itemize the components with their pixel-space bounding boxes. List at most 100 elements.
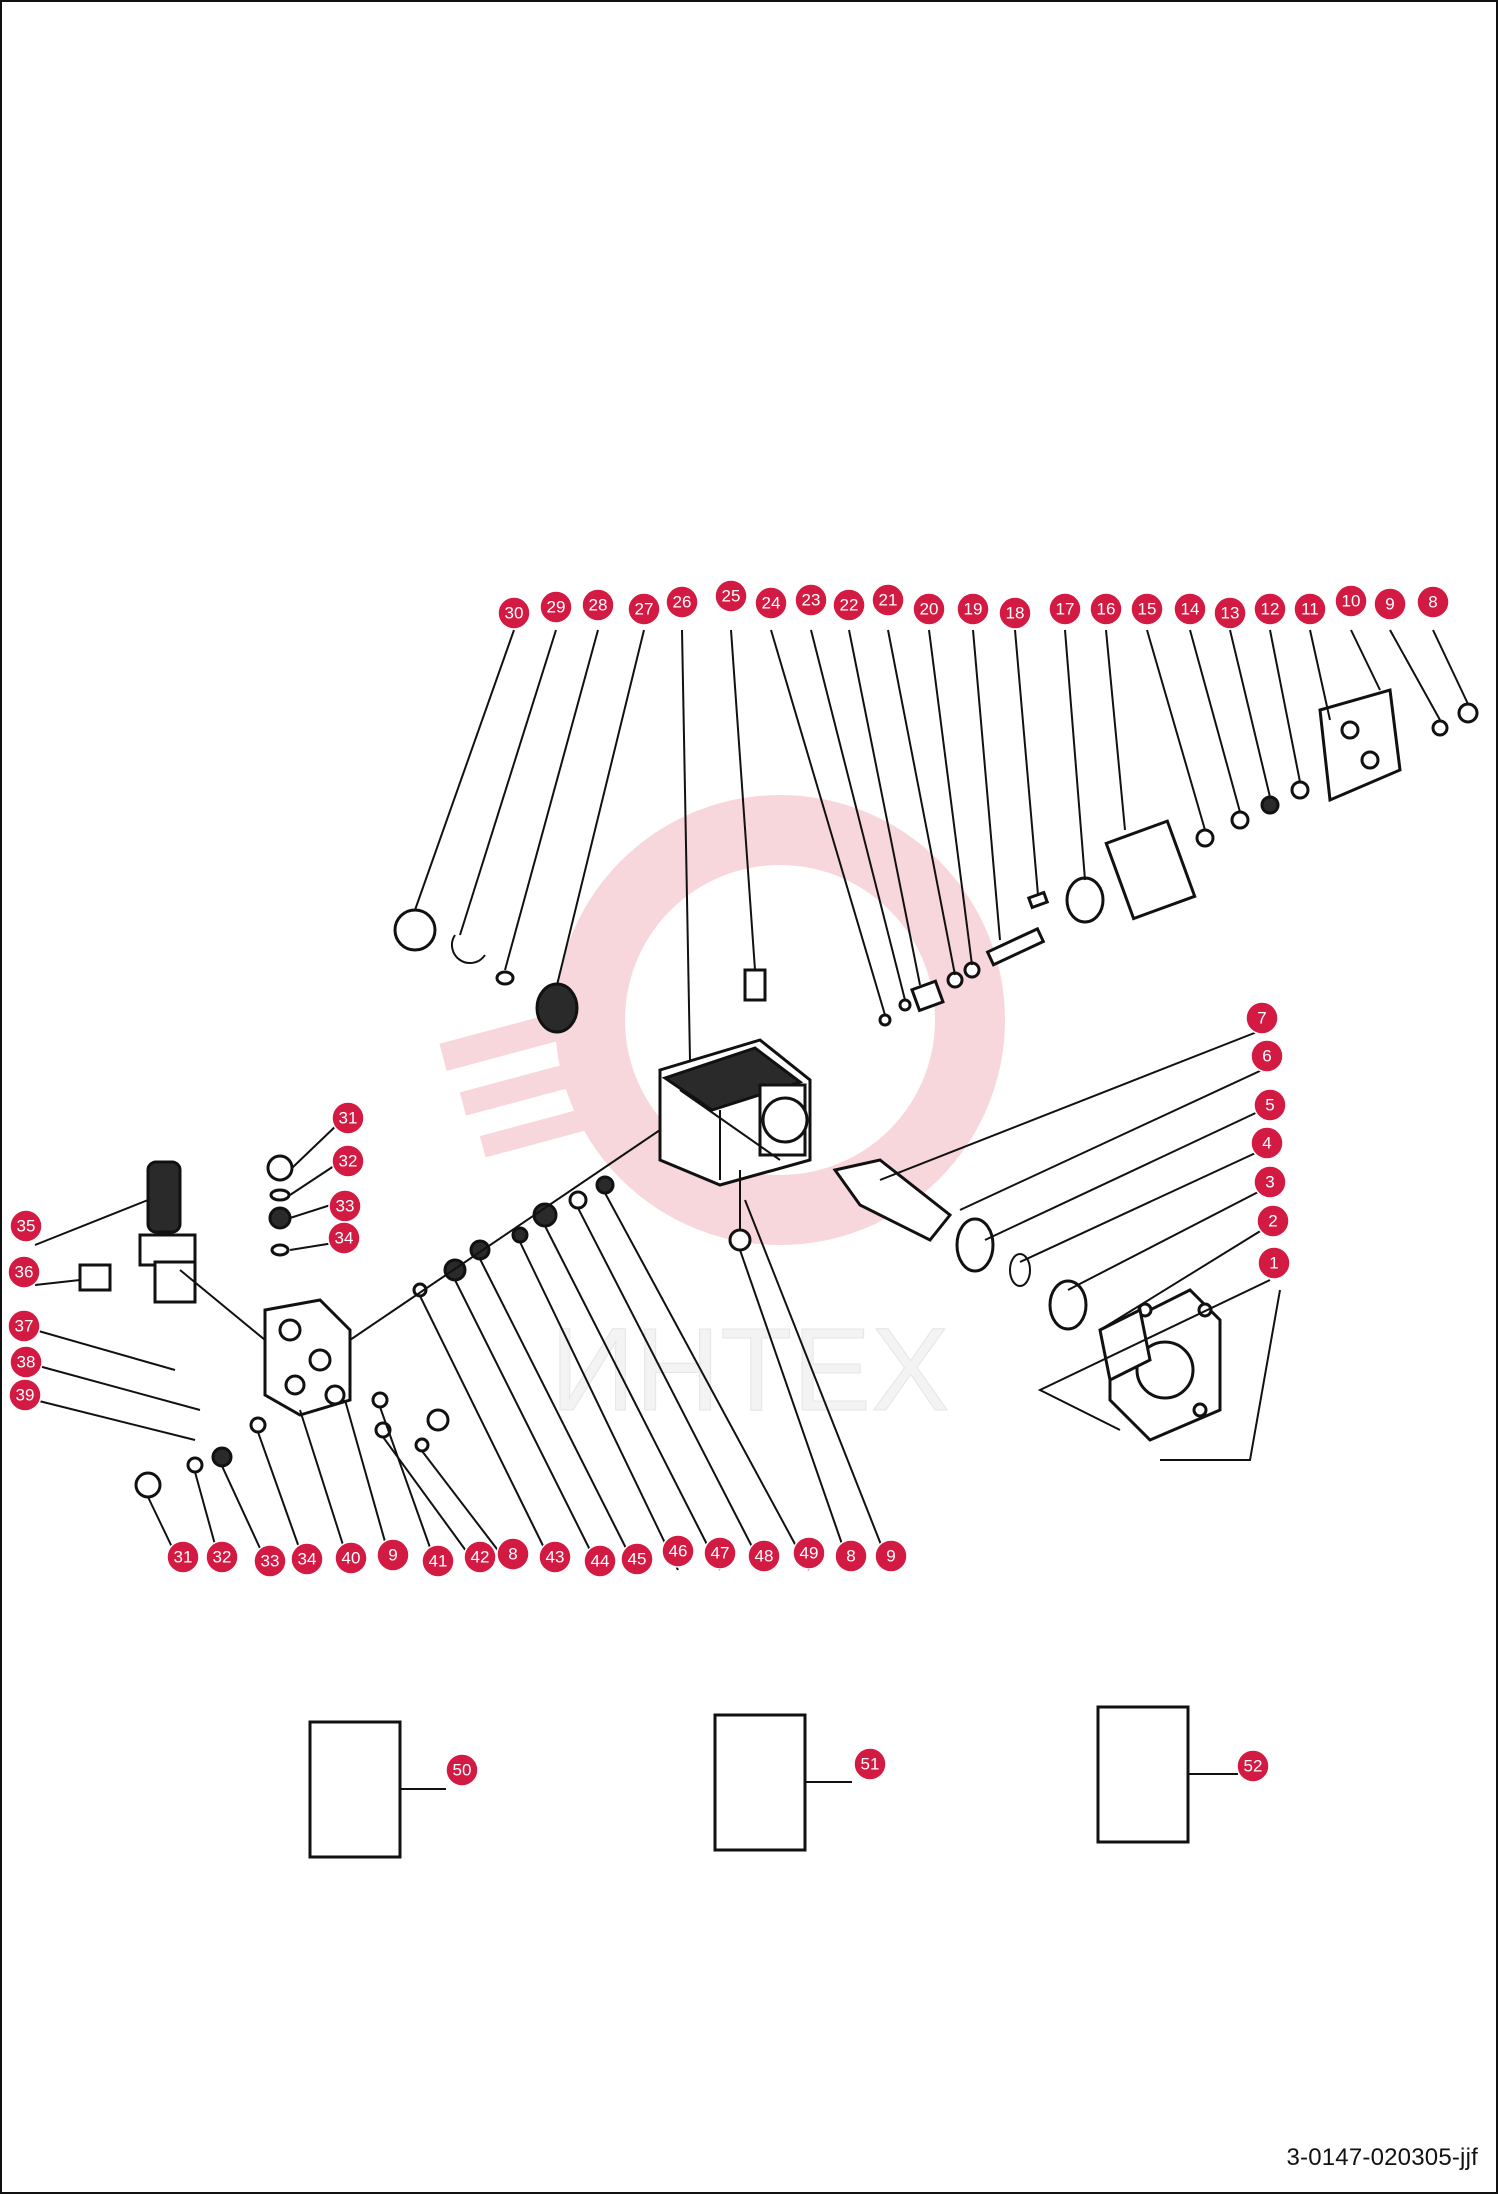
callout-2: 2 bbox=[1256, 1204, 1290, 1238]
callout-25: 25 bbox=[714, 579, 748, 613]
callout-label: 31 bbox=[174, 1548, 193, 1567]
callout-label: 28 bbox=[589, 596, 608, 615]
callout-32: 32 bbox=[331, 1144, 365, 1178]
callout-label: 39 bbox=[16, 1386, 35, 1405]
callout-35: 35 bbox=[9, 1209, 43, 1243]
callout-30: 30 bbox=[497, 596, 531, 630]
callout-9: 9 bbox=[1373, 587, 1407, 621]
callout-label: 36 bbox=[15, 1263, 34, 1282]
callout-label: 29 bbox=[547, 598, 566, 617]
callout-label: 44 bbox=[591, 1552, 610, 1571]
callout-label: 26 bbox=[673, 593, 692, 612]
callout-8: 8 bbox=[496, 1537, 530, 1571]
callout-label: 33 bbox=[336, 1197, 355, 1216]
item-box-50 bbox=[308, 1720, 402, 1859]
callout-19: 19 bbox=[956, 592, 990, 626]
callout-33: 33 bbox=[328, 1189, 362, 1223]
callout-18: 18 bbox=[998, 596, 1032, 630]
callout-label: 9 bbox=[886, 1547, 895, 1566]
callout-9: 9 bbox=[376, 1538, 410, 1572]
callout-label: 40 bbox=[342, 1549, 361, 1568]
pump-head-manifold bbox=[263, 1298, 352, 1417]
callout-label: 13 bbox=[1221, 604, 1240, 623]
callout-42: 42 bbox=[463, 1540, 497, 1574]
callout-label: 2 bbox=[1268, 1212, 1277, 1231]
callout-50: 50 bbox=[445, 1753, 479, 1787]
callout-38: 38 bbox=[9, 1345, 43, 1379]
callout-28: 28 bbox=[581, 588, 615, 622]
callout-label: 42 bbox=[471, 1548, 490, 1567]
callout-32: 32 bbox=[205, 1540, 239, 1574]
callout-label: 9 bbox=[1385, 595, 1394, 614]
callout-label: 32 bbox=[213, 1548, 232, 1567]
callout-label: 14 bbox=[1181, 600, 1200, 619]
callout-21: 21 bbox=[871, 583, 905, 617]
callout-49: 49 bbox=[792, 1536, 826, 1570]
callout-8: 8 bbox=[1416, 585, 1450, 619]
callout-26: 26 bbox=[665, 585, 699, 619]
callout-label: 33 bbox=[261, 1552, 280, 1571]
callout-39: 39 bbox=[8, 1378, 42, 1412]
callout-44: 44 bbox=[583, 1544, 617, 1578]
callout-31: 31 bbox=[331, 1101, 365, 1135]
callout-31: 31 bbox=[166, 1540, 200, 1574]
item-box-51 bbox=[713, 1713, 807, 1852]
callout-label: 45 bbox=[628, 1550, 647, 1569]
callout-43: 43 bbox=[538, 1540, 572, 1574]
callout-label: 4 bbox=[1262, 1134, 1271, 1153]
document-code: 3-0147-020305-jjf bbox=[1286, 2144, 1478, 2171]
callout-34: 34 bbox=[290, 1542, 324, 1576]
callout-label: 47 bbox=[711, 1544, 730, 1563]
callout-17: 17 bbox=[1048, 592, 1082, 626]
callout-label: 18 bbox=[1006, 604, 1025, 623]
callout-41: 41 bbox=[421, 1544, 455, 1578]
callout-12: 12 bbox=[1253, 592, 1287, 626]
callout-label: 8 bbox=[846, 1547, 855, 1566]
callout-4: 4 bbox=[1250, 1126, 1284, 1160]
item-box-52 bbox=[1096, 1705, 1190, 1844]
callout-label: 32 bbox=[339, 1152, 358, 1171]
callout-label: 8 bbox=[1428, 593, 1437, 612]
unloader-valve bbox=[78, 1160, 197, 1304]
callout-label: 31 bbox=[339, 1109, 358, 1128]
callout-label: 43 bbox=[546, 1548, 565, 1567]
callouts-left-upper: 31 32 33 34 bbox=[327, 1101, 365, 1255]
callout-37: 37 bbox=[7, 1309, 41, 1343]
callout-45: 45 bbox=[620, 1542, 654, 1576]
top-leader-lines bbox=[414, 629, 1469, 1061]
mounting-flange bbox=[1098, 1288, 1222, 1442]
watermark-logo: ИНТЕХ bbox=[439, 795, 1005, 1437]
top-exploded-parts bbox=[393, 702, 1479, 1034]
callout-20: 20 bbox=[912, 592, 946, 626]
callout-47: 47 bbox=[703, 1536, 737, 1570]
callout-label: 12 bbox=[1261, 600, 1280, 619]
callout-22: 22 bbox=[832, 588, 866, 622]
callout-29: 29 bbox=[539, 590, 573, 624]
callout-label: 8 bbox=[508, 1545, 517, 1564]
callout-label: 46 bbox=[669, 1542, 688, 1561]
item-boxes bbox=[308, 1705, 1238, 1859]
callout-label: 22 bbox=[840, 596, 859, 615]
callout-label: 20 bbox=[920, 600, 939, 619]
callout-11: 11 bbox=[1293, 592, 1327, 626]
callout-3: 3 bbox=[1253, 1165, 1287, 1199]
callout-27: 27 bbox=[627, 592, 661, 626]
crankcase-cover bbox=[1104, 688, 1402, 921]
callout-label: 6 bbox=[1262, 1047, 1271, 1066]
right-leader-lines bbox=[879, 1029, 1281, 1461]
callout-label: 21 bbox=[879, 591, 898, 610]
callout-48: 48 bbox=[747, 1539, 781, 1573]
callout-label: 34 bbox=[335, 1229, 354, 1248]
callout-9: 9 bbox=[874, 1539, 908, 1573]
callout-24: 24 bbox=[754, 586, 788, 620]
pump-crankcase bbox=[658, 1038, 812, 1187]
callout-label: 11 bbox=[1301, 600, 1319, 619]
callout-label: 25 bbox=[722, 587, 741, 606]
callout-34: 34 bbox=[327, 1221, 361, 1255]
callout-label: 16 bbox=[1097, 600, 1116, 619]
callout-label: 41 bbox=[429, 1552, 448, 1571]
callout-6: 6 bbox=[1250, 1039, 1284, 1073]
bottom-exploded-parts bbox=[134, 1154, 752, 1499]
